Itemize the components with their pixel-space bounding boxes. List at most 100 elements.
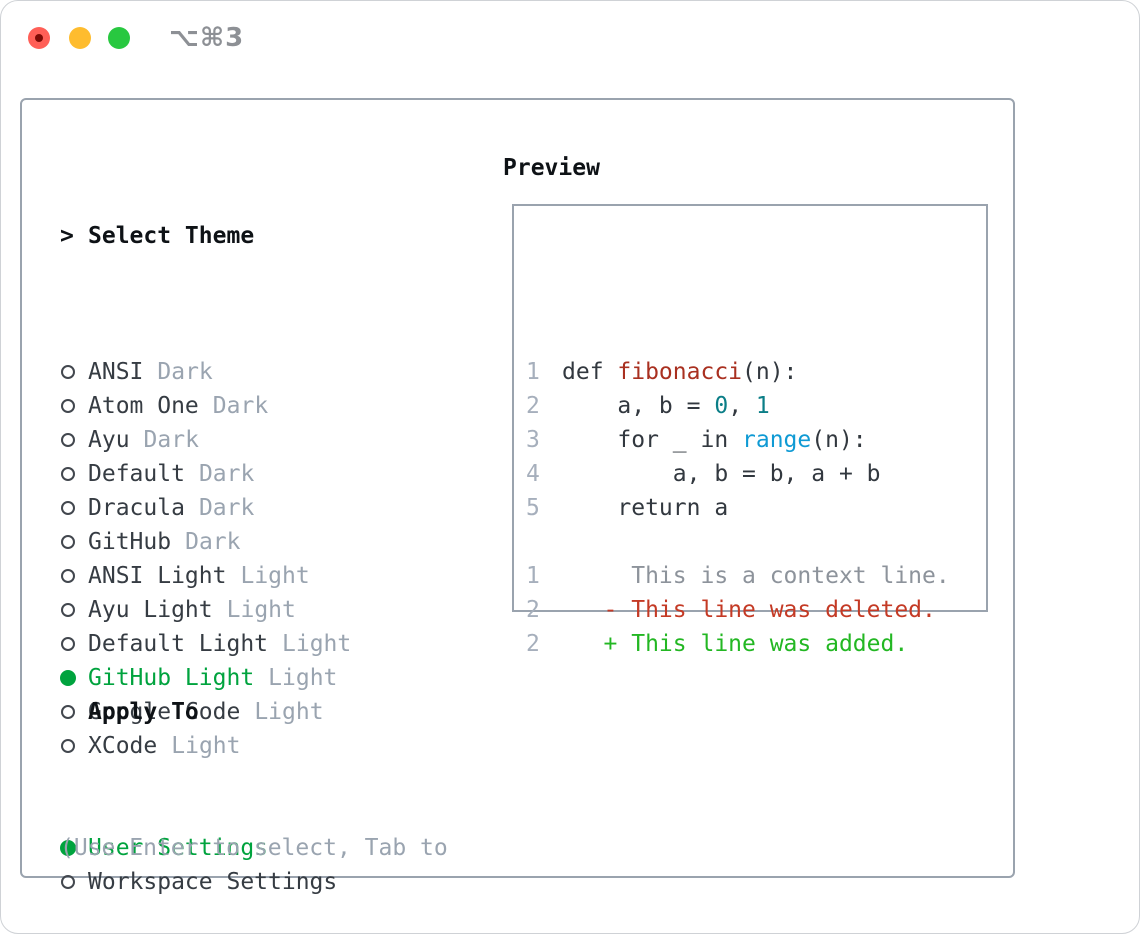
option-label: Dracula xyxy=(88,495,185,521)
line-number: 1 xyxy=(526,359,540,385)
radio-circle xyxy=(60,840,76,856)
option-variant-label: Dark xyxy=(157,359,213,385)
option-variant-label: Light xyxy=(282,631,352,657)
radio-icon xyxy=(60,603,88,617)
apply-option-user-settings[interactable]: User Settings xyxy=(60,831,337,865)
line-number: 2 xyxy=(526,597,540,623)
radio-icon xyxy=(60,875,88,889)
radio-circle xyxy=(61,603,75,617)
code-segment-del: - This line was deleted. xyxy=(562,597,936,623)
option-label: User Settings xyxy=(88,835,269,861)
radio-icon xyxy=(60,467,88,481)
option-variant-label: Dark xyxy=(198,495,255,521)
option-label: ANSI Light xyxy=(88,563,227,589)
preview-title: Preview xyxy=(503,155,600,181)
radio-circle xyxy=(61,399,75,413)
theme-option-default-light[interactable]: Default Light Light xyxy=(60,627,351,661)
option-label: Workspace Settings xyxy=(88,869,338,895)
option-variant-label: Dark xyxy=(212,393,269,419)
code-line: 5 return a xyxy=(526,491,950,525)
code-segment-fg: , xyxy=(728,393,756,419)
theme-option-dracula[interactable]: Dracula Dark xyxy=(60,491,351,525)
radio-circle xyxy=(61,501,75,515)
radio-selected-icon xyxy=(60,670,88,686)
radio-circle xyxy=(61,365,75,379)
option-label: GitHub Light xyxy=(88,665,255,691)
option-label: Default Light xyxy=(88,631,269,657)
prompt-slot: > xyxy=(60,219,88,253)
unsaved-indicator-dot xyxy=(35,34,43,42)
code-segment-add: + This line was added. xyxy=(562,631,909,657)
code-line: 4 a, b = b, a + b xyxy=(526,457,950,491)
radio-circle xyxy=(61,705,75,719)
code-segment-fg: (n): xyxy=(811,427,867,453)
code-segment-builtin: range xyxy=(742,427,812,453)
theme-list-header: > Select Theme xyxy=(60,219,351,253)
code-line: 1 This is a context line. xyxy=(526,559,950,593)
apply-to-title: Apply To xyxy=(88,699,199,725)
prompt-caret: > xyxy=(60,223,74,249)
radio-icon xyxy=(60,501,88,515)
option-variant-label: Light xyxy=(254,699,324,725)
line-number: 3 xyxy=(526,427,540,453)
theme-list-title: Select Theme xyxy=(88,223,255,249)
code-segment-func: fibonacci xyxy=(617,359,743,385)
option-variant-label: Dark xyxy=(143,427,199,453)
theme-option-ansi-light[interactable]: ANSI Light Light xyxy=(60,559,351,593)
line-number: 2 xyxy=(526,631,540,657)
radio-circle xyxy=(61,875,75,889)
window-title: ⌥⌘3 xyxy=(169,23,245,53)
code-segment-fg: a, b = xyxy=(562,393,715,419)
code-segment-num: 1 xyxy=(755,393,770,419)
line-number: 2 xyxy=(526,393,540,419)
radio-icon xyxy=(60,535,88,549)
code-line xyxy=(526,525,950,559)
line-number: 1 xyxy=(526,563,540,589)
code-segment-fg: for _ in xyxy=(562,427,743,453)
radio-selected-icon xyxy=(60,840,88,856)
radio-icon xyxy=(60,637,88,651)
titlebar: ⌥⌘3 xyxy=(1,1,1139,75)
code-line: 2 - This line was deleted. xyxy=(526,593,950,627)
option-variant-label: Dark xyxy=(198,461,255,487)
code-segment-fg: a, b = b, a + b xyxy=(562,461,881,487)
radio-icon xyxy=(60,705,88,719)
line-number: 4 xyxy=(526,461,540,487)
code-segment-fg: (n): xyxy=(742,359,798,385)
apply-option-workspace-settings[interactable]: Workspace Settings xyxy=(60,865,337,899)
radio-icon xyxy=(60,569,88,583)
option-label: Google Code xyxy=(88,699,241,725)
option-variant-label: Dark xyxy=(185,529,241,555)
hint-line-1: (Use Enter to select, Tab to xyxy=(60,835,448,861)
zoom-button[interactable] xyxy=(108,27,130,49)
radio-circle xyxy=(61,535,75,549)
code-segment-fg: return a xyxy=(562,495,729,521)
option-variant-label: Light xyxy=(240,563,310,589)
code-line: 2 + This line was added. xyxy=(526,627,950,661)
keyboard-hint: (Use Enter to select, Tab to change focu… xyxy=(60,763,448,933)
theme-option-xcode[interactable]: XCode Light xyxy=(60,729,351,763)
radio-icon xyxy=(60,433,88,447)
radio-circle xyxy=(61,467,75,481)
option-label: XCode xyxy=(88,733,158,759)
code-line: 3 for _ in range(n): xyxy=(526,423,950,457)
minimize-button[interactable] xyxy=(69,27,91,49)
radio-circle xyxy=(61,569,75,583)
close-button[interactable] xyxy=(28,27,50,49)
code-segment-num: 0 xyxy=(714,393,729,419)
theme-option-google-code[interactable]: Google Code Light xyxy=(60,695,351,729)
option-variant-label: Light xyxy=(171,733,241,759)
radio-circle xyxy=(61,637,75,651)
